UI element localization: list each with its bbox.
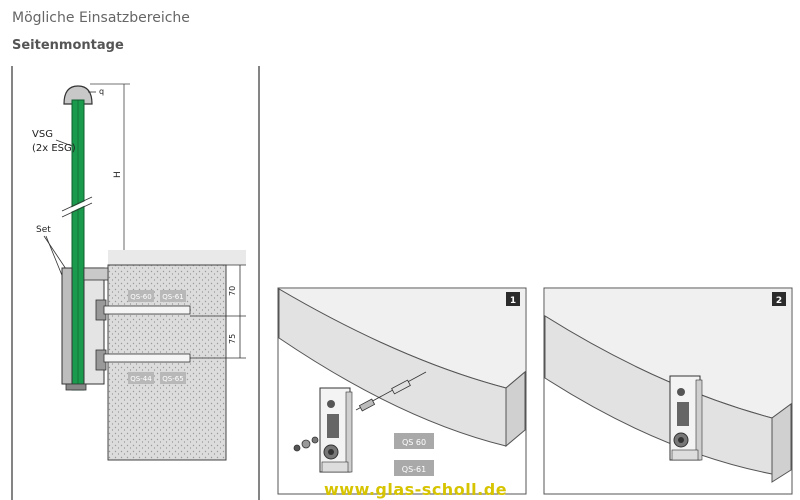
step-1-badge-qs60: QS 60 [402,438,426,447]
step-1-panel [277,287,527,495]
height-label: H [113,171,123,178]
clamp-bracket-mounted [669,375,703,461]
q-label: q [99,87,104,96]
dimension-lines [190,264,246,359]
plate-label-qs61: QS-61 [162,293,183,301]
set-label: Set [36,225,51,235]
page-title: Mögliche Einsatzbereiche [12,10,190,26]
anchor-bolts [103,305,191,363]
plate-label-qs65: QS-65 [162,375,183,383]
handrail-cap [63,85,96,105]
page-subtitle: Seitenmontage [12,38,124,53]
step-2-number: 2 [776,296,782,306]
vsg-sublabel: (2x ESG) [32,143,76,154]
step-1-badge-qs61: QS-61 [402,465,426,474]
bolt-exploded [293,371,427,452]
watermark-url: www.glas-scholl.de [324,480,508,499]
dimension-70: 70 [228,286,237,296]
step-1-number: 1 [510,296,516,306]
clamp-bracket [61,267,109,391]
vsg-leader [55,139,73,147]
step-2-panel [543,287,793,495]
dimension-75: 75 [228,334,237,344]
vsg-label: VSG [32,129,53,140]
plate-label-qs60: QS-60 [130,293,151,301]
plate-label-qs44: QS-44 [130,375,152,383]
clamp-bracket-exploded [319,387,353,473]
plate-label-group [128,290,186,384]
